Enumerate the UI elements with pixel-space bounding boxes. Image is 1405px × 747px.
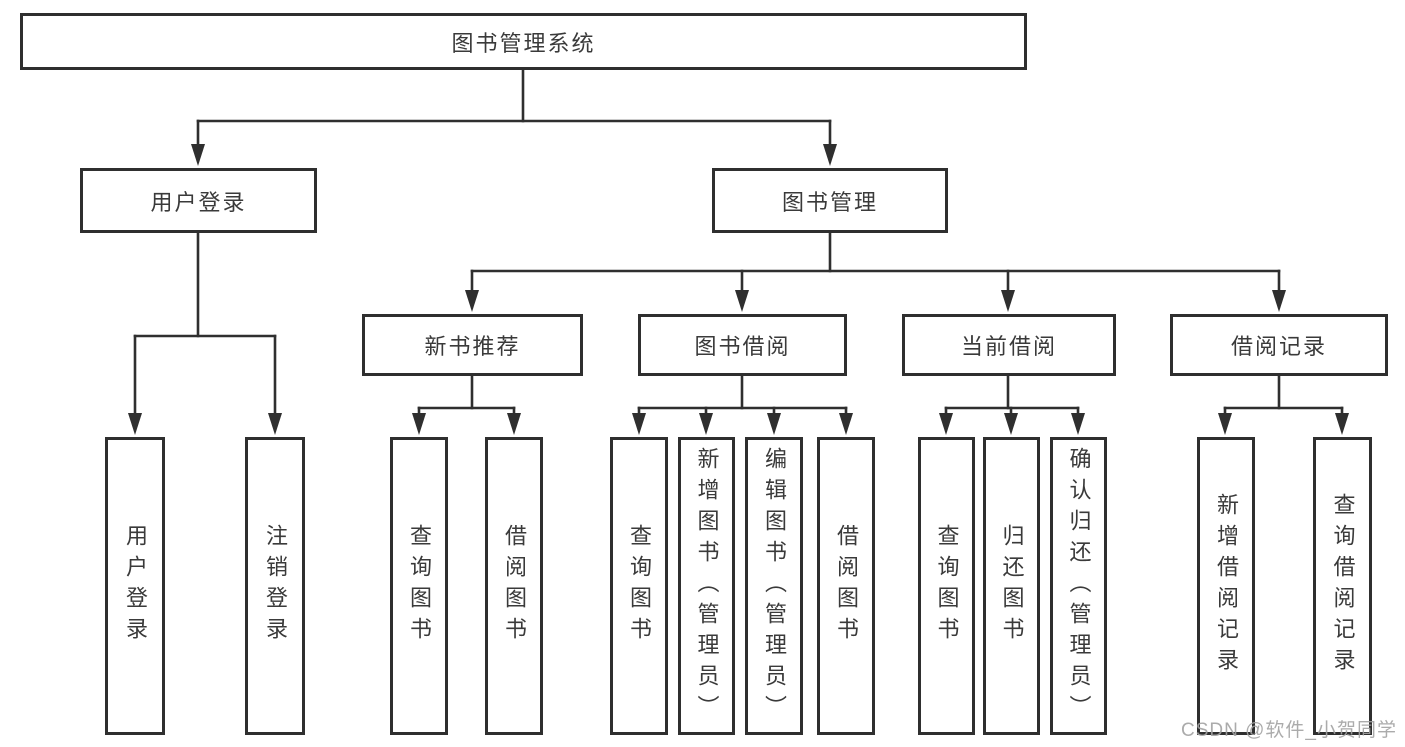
node-borrow-record: 借阅记录 — [1170, 314, 1388, 376]
leaf-return-books: 归还图书 — [983, 437, 1040, 735]
leaf-label: 用户登录 — [123, 524, 148, 648]
node-label: 图书借阅 — [694, 334, 791, 359]
leaf-label: 编辑图书（管理员） — [762, 446, 787, 726]
node-label: 借阅记录 — [1230, 334, 1327, 359]
node-label: 新书推荐 — [424, 334, 521, 359]
leaf-borrow-books-recommend: 借阅图书 — [485, 437, 543, 735]
leaf-label: 确认归还（管理员） — [1066, 446, 1092, 726]
node-user-login-branch: 用户登录 — [80, 168, 317, 233]
node-root-system: 图书管理系统 — [20, 13, 1027, 70]
leaf-label: 新增图书（管理员） — [694, 446, 720, 726]
leaf-label: 借阅图书 — [502, 524, 527, 648]
leaf-query-books-borrow: 查询图书 — [610, 437, 668, 735]
node-label: 图书管理系统 — [451, 30, 596, 56]
leaf-edit-books-admin: 编辑图书（管理员） — [745, 437, 803, 735]
leaf-confirm-return-admin: 确认归还（管理员） — [1050, 437, 1107, 735]
node-new-book-recommend: 新书推荐 — [362, 314, 583, 376]
leaf-label: 归还图书 — [999, 524, 1025, 648]
leaf-label: 查询借阅记录 — [1330, 493, 1356, 679]
node-current-borrow: 当前借阅 — [902, 314, 1116, 376]
leaf-label: 新增借阅记录 — [1214, 493, 1239, 679]
leaf-label: 借阅图书 — [834, 524, 859, 648]
leaf-query-books-current: 查询图书 — [918, 437, 975, 735]
leaf-query-borrow-record: 查询借阅记录 — [1313, 437, 1372, 735]
leaf-borrow-books: 借阅图书 — [817, 437, 875, 735]
leaf-label: 查询图书 — [627, 524, 652, 648]
node-label: 用户登录 — [150, 189, 247, 215]
leaf-query-books-recommend: 查询图书 — [390, 437, 448, 735]
leaf-label: 查询图书 — [407, 524, 432, 648]
leaf-label: 注销登录 — [263, 524, 288, 648]
node-label: 图书管理 — [781, 189, 878, 215]
leaf-add-borrow-record: 新增借阅记录 — [1197, 437, 1255, 735]
leaf-label: 查询图书 — [934, 524, 960, 648]
leaf-user-login: 用户登录 — [105, 437, 165, 735]
node-book-management-branch: 图书管理 — [712, 168, 948, 233]
node-label: 当前借阅 — [960, 334, 1057, 359]
leaf-logout: 注销登录 — [245, 437, 305, 735]
csdn-watermark: CSDN @软件_小贺同学 — [1181, 720, 1397, 741]
leaf-add-books-admin: 新增图书（管理员） — [678, 437, 735, 735]
node-book-borrow: 图书借阅 — [638, 314, 847, 376]
